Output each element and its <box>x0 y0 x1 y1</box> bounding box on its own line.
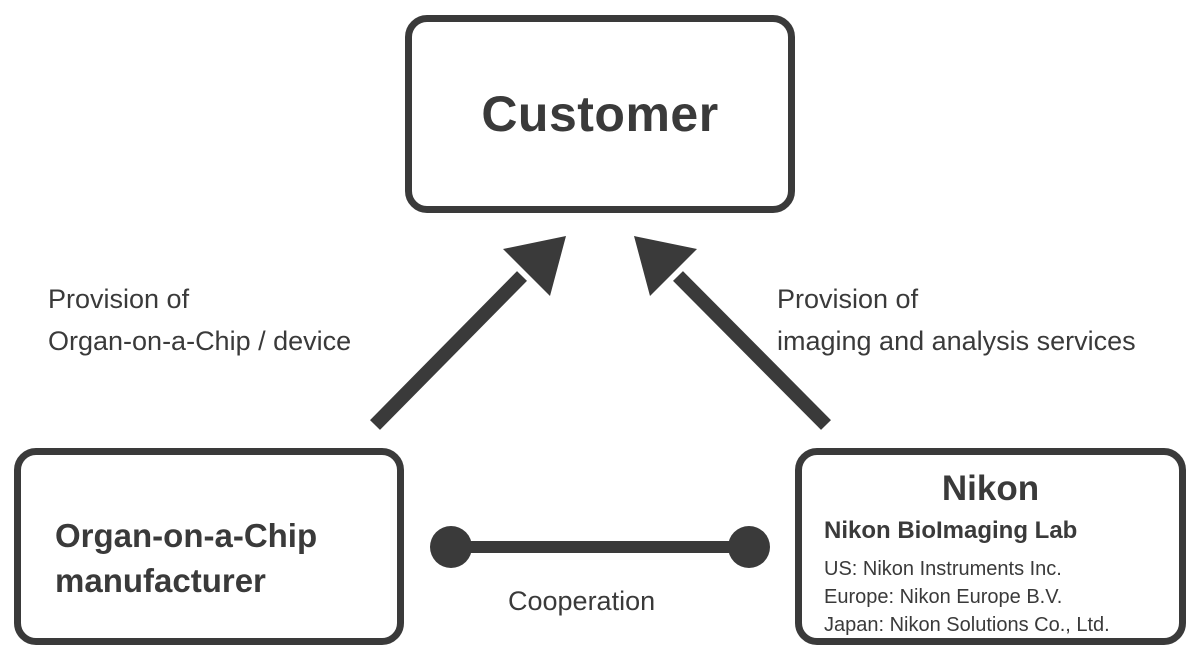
customer-title: Customer <box>481 86 719 142</box>
nikon-office-japan: Japan: Nikon Solutions Co., Ltd. <box>824 614 1110 636</box>
manufacturer-label-line1: Organ-on-a-Chip <box>55 517 318 554</box>
right-arrow-shaft <box>673 271 831 430</box>
right-edge-label-line1: Provision of <box>777 284 919 314</box>
nikon-office-europe: Europe: Nikon Europe B.V. <box>824 586 1063 608</box>
nikon-box: Nikon Nikon BioImaging Lab US: Nikon Ins… <box>795 448 1186 645</box>
nikon-lab-name: Nikon BioImaging Lab <box>824 517 1078 544</box>
customer-box: Customer <box>405 15 795 213</box>
cooperation-right-dot <box>728 526 770 568</box>
right-edge-label-line2: imaging and analysis services <box>777 326 1136 356</box>
left-arrow-shaft <box>370 271 527 430</box>
right-arrow-head <box>634 236 697 296</box>
nikon-title: Nikon <box>941 469 1040 508</box>
left-edge-label: Provision of Organ-on-a-Chip / device <box>48 278 351 362</box>
nikon-offices: US: Nikon Instruments Inc. Europe: Nikon… <box>824 555 1110 639</box>
manufacturer-label: Organ-on-a-Chip manufacturer <box>55 513 317 603</box>
cooperation-left-dot <box>430 526 472 568</box>
left-edge-label-line2: Organ-on-a-Chip / device <box>48 326 352 356</box>
right-edge-label: Provision of imaging and analysis servic… <box>777 278 1136 362</box>
manufacturer-box: Organ-on-a-Chip manufacturer <box>14 448 404 645</box>
cooperation-label: Cooperation <box>508 586 656 616</box>
left-arrow-head <box>503 236 566 296</box>
nikon-office-us: US: Nikon Instruments Inc. <box>824 558 1062 580</box>
left-edge-label-line1: Provision of <box>48 284 190 314</box>
manufacturer-label-line2: manufacturer <box>55 562 266 599</box>
